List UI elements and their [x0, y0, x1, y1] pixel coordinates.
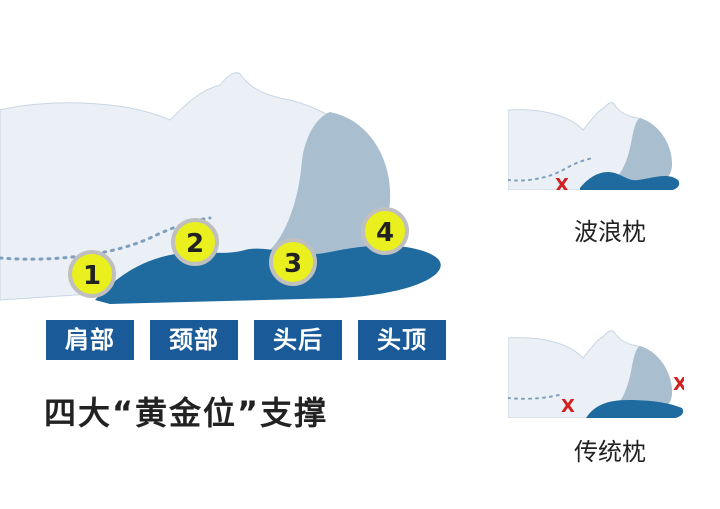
tagline: 四大“黄金位”支撑: [44, 394, 329, 432]
side2-x-mark-left: X: [561, 396, 575, 417]
side1-head-shadow: [618, 118, 673, 188]
marker-4: 4: [361, 207, 409, 255]
marker-2-label: 2: [186, 229, 204, 259]
side2-head-shadow: [618, 346, 673, 416]
label-shoulder: 肩部: [46, 320, 134, 360]
wave-pillow-illustration: X: [508, 102, 680, 190]
side2-guide: [508, 393, 564, 400]
marker-2: 2: [171, 218, 219, 266]
marker-1: 1: [68, 250, 116, 298]
side1-pillow: [580, 172, 680, 190]
label-neck: 颈部: [150, 320, 238, 360]
head-shadow: [270, 112, 391, 262]
label-back-of-head: 头后: [254, 320, 342, 360]
side1-x-mark: X: [555, 175, 569, 190]
marker-3: 3: [269, 238, 317, 286]
main-pillow-illustration: 1 2 3 4: [0, 72, 441, 304]
side1-guide: [508, 157, 594, 182]
marker-3-label: 3: [284, 249, 302, 279]
wave-pillow-caption: 波浪枕: [574, 218, 646, 246]
side2-pillow: [586, 400, 684, 418]
marker-1-label: 1: [83, 261, 101, 291]
side2-x-mark-right: X: [673, 374, 684, 395]
marker-4-label: 4: [376, 218, 394, 248]
support-labels: 肩部 颈部 头后 头顶: [46, 320, 446, 362]
label-top-of-head: 头顶: [358, 320, 446, 360]
traditional-pillow-illustration: X X: [508, 330, 684, 418]
traditional-pillow-caption: 传统枕: [574, 438, 646, 466]
